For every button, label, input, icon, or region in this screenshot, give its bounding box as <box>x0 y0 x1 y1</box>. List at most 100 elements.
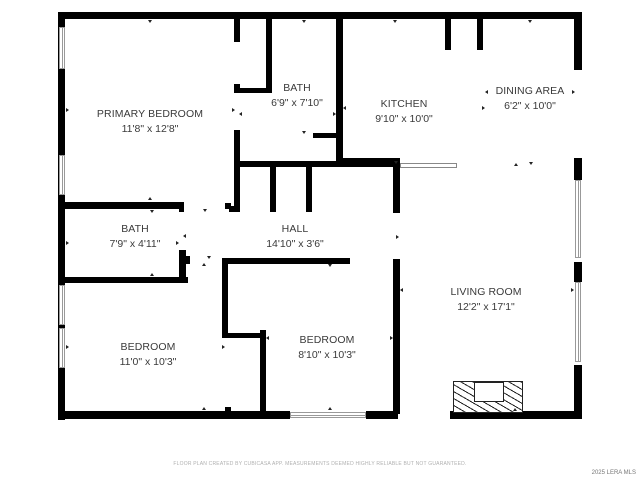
room-name: PRIMARY BEDROOM <box>96 108 204 120</box>
dimension-tick <box>328 407 332 410</box>
room-label-dining-area: DINING AREA 6'2" x 10'0" <box>496 84 565 114</box>
wall-closet-stub-left <box>229 206 237 212</box>
dimension-tick <box>202 407 206 410</box>
dimension-tick <box>222 345 225 349</box>
wall-hall-south <box>222 258 350 264</box>
wall-exterior-right-mid1 <box>574 158 582 180</box>
dimension-tick <box>328 264 332 267</box>
wall-bedroom-closet-horiz <box>222 333 264 338</box>
dimension-tick <box>514 163 518 166</box>
dimension-tick <box>202 263 206 266</box>
room-name: BATH <box>283 82 311 94</box>
wall-bath2-east <box>179 250 186 283</box>
window-bottom-bedroom <box>290 412 366 418</box>
dimension-tick <box>528 20 532 23</box>
wall-exterior-left <box>58 12 65 420</box>
room-dimensions: 9'10" x 10'0" <box>375 113 433 125</box>
window-left-3 <box>59 285 65 325</box>
room-label-primary-bedroom: PRIMARY BEDROOM 11'8" x 12'8" <box>97 107 203 137</box>
wall-kitchen-nook-right <box>477 12 483 50</box>
window-left-4 <box>59 328 65 368</box>
dimension-tick <box>302 20 306 23</box>
dimension-tick <box>396 235 399 239</box>
dimension-tick <box>302 131 306 134</box>
wall-exterior-right-top <box>574 12 582 70</box>
room-label-hall: HALL 14'10" x 3'6" <box>266 222 324 252</box>
wall-exterior-bottom-mid <box>366 411 398 419</box>
room-dimensions: 12'2" x 17'1" <box>457 301 515 313</box>
dimension-tick <box>333 112 336 116</box>
disclaimer-footer: FLOOR PLAN CREATED BY CUBICASA APP. MEAS… <box>173 461 467 467</box>
dimension-tick <box>176 241 179 245</box>
wall-exterior-bottom-left <box>58 411 290 419</box>
room-dimensions: 6'2" x 10'0" <box>504 100 556 112</box>
window-left-2 <box>59 155 65 195</box>
dimension-tick <box>571 288 574 292</box>
window-left-1 <box>59 27 65 69</box>
wall-bath1-stub <box>313 133 341 138</box>
wall-exterior-right-bottom <box>574 365 582 419</box>
room-name: LIVING ROOM <box>450 286 522 298</box>
dimension-tick <box>148 20 152 23</box>
wall-exterior-right-mid2 <box>574 262 582 282</box>
dimension-tick <box>66 241 69 245</box>
wall-primary-bedroom-east-mid <box>234 84 240 90</box>
room-name: BEDROOM <box>120 341 176 353</box>
wall-bedroom2-west <box>260 330 266 416</box>
dimension-tick <box>266 336 269 340</box>
fireplace <box>453 381 523 413</box>
dimension-tick <box>232 108 235 112</box>
wall-bath1-kitchen <box>336 12 343 164</box>
wall-bedroom1-east-bottom <box>225 407 231 415</box>
room-name: KITCHEN <box>380 98 428 110</box>
room-dimensions: 14'10" x 3'6" <box>266 238 324 250</box>
room-name: DINING AREA <box>495 85 565 97</box>
room-dimensions: 6'9" x 7'10" <box>271 97 323 109</box>
dimension-tick <box>207 256 211 259</box>
wall-hall-north <box>234 161 400 167</box>
dimension-tick <box>482 106 485 110</box>
dimension-tick <box>148 197 152 200</box>
dimension-tick <box>513 408 517 411</box>
wall-primary-bedroom-south <box>58 202 184 209</box>
copyright-watermark: 2025 LERA MLS <box>591 470 636 476</box>
dimension-tick <box>150 210 154 213</box>
wall-closet-a <box>270 164 276 212</box>
room-label-bedroom-2: BEDROOM 8'10" x 10'3" <box>298 333 356 363</box>
dimension-tick <box>390 336 393 340</box>
wall-bath2-south <box>58 277 188 283</box>
dimension-tick <box>529 162 533 165</box>
wall-bath2-east-stub <box>184 256 190 264</box>
kitchen-counter-peninsula <box>400 163 457 168</box>
wall-primary-bedroom-east-low <box>234 130 240 212</box>
fireplace-hearth <box>474 382 504 402</box>
wall-closet-horiz <box>234 88 272 93</box>
window-right-2 <box>575 282 581 362</box>
dimension-tick <box>343 106 346 110</box>
room-label-living-room: LIVING ROOM 12'2" x 17'1" <box>450 285 521 315</box>
wall-closet-vert <box>266 12 272 92</box>
room-label-bedroom-1: BEDROOM 11'0" x 10'3" <box>120 340 177 370</box>
wall-hall-south-right <box>393 259 400 414</box>
dimension-tick <box>183 234 186 238</box>
dimension-tick <box>150 273 154 276</box>
dimension-tick <box>485 90 488 94</box>
wall-kitchen-south <box>336 158 400 164</box>
wall-exterior-bottom-right <box>450 411 582 419</box>
wall-hall-north-right <box>393 161 400 213</box>
wall-bath2-east-top <box>179 202 184 212</box>
room-name: HALL <box>281 223 309 235</box>
room-name: BEDROOM <box>299 334 355 346</box>
room-label-bath-2: BATH 7'9" x 4'11" <box>110 222 161 252</box>
dimension-tick <box>400 288 403 292</box>
dimension-tick <box>393 20 397 23</box>
window-right-1 <box>575 180 581 258</box>
dimension-tick <box>572 90 575 94</box>
wall-bedroom1-east-top <box>222 258 228 338</box>
room-dimensions: 11'0" x 10'3" <box>119 356 177 368</box>
room-dimensions: 7'9" x 4'11" <box>109 238 161 250</box>
dimension-tick <box>239 112 242 116</box>
room-label-kitchen: KITCHEN 9'10" x 10'0" <box>375 97 433 127</box>
wall-closet-b <box>306 164 312 212</box>
